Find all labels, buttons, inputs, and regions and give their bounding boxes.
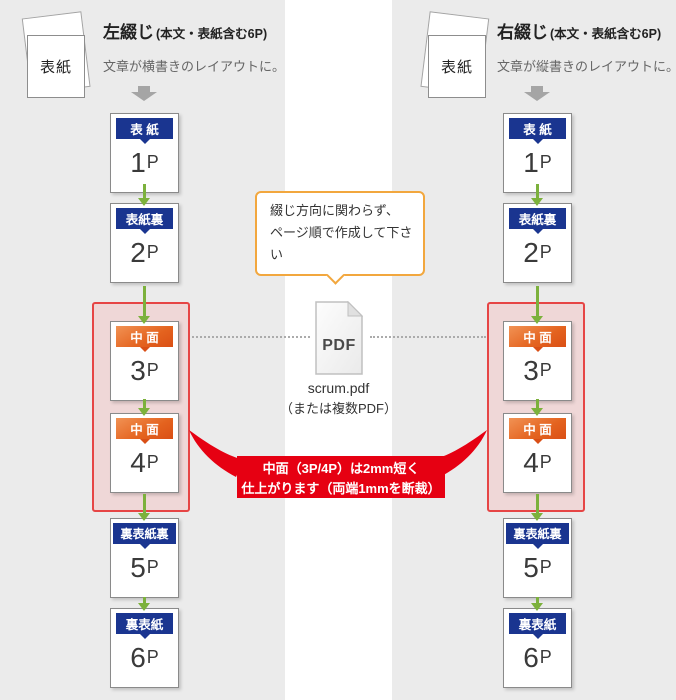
booklet-cover-label: 表紙 bbox=[27, 35, 85, 98]
page-tag: 表 紙 bbox=[509, 118, 566, 144]
flow-arrow-icon bbox=[531, 597, 544, 611]
dotted-connector-right bbox=[370, 336, 486, 338]
dotted-connector-left bbox=[192, 336, 310, 338]
down-arrow-icon bbox=[524, 86, 550, 101]
page-tag: 裏表紙 bbox=[509, 613, 566, 639]
page-tag: 裏表紙裏 bbox=[506, 523, 569, 549]
left-binding-description: 文章が横書きのレイアウトに。 bbox=[103, 59, 286, 74]
down-arrow-icon bbox=[131, 86, 157, 101]
right-booklet-icon: 表紙 bbox=[417, 8, 490, 100]
flow-arrow-icon bbox=[531, 494, 544, 521]
banner-line1: 中面（3P/4P）は2mm短く bbox=[262, 461, 420, 476]
page-tag: 中 面 bbox=[116, 326, 173, 352]
callout-line1: 綴じ方向に関わらず、 bbox=[270, 203, 399, 218]
right-binding-description: 文章が縦書きのレイアウトに。 bbox=[497, 59, 676, 74]
page-tag: 中 面 bbox=[509, 418, 566, 444]
page-tag: 裏表紙 bbox=[116, 613, 173, 639]
flow-arrow-icon bbox=[531, 399, 544, 416]
left-booklet-icon: 表紙 bbox=[21, 8, 96, 100]
flow-arrow-icon bbox=[531, 286, 544, 324]
left-binding-header: 左綴じ(本文・表紙含む6P) 文章が横書きのレイアウトに。 bbox=[103, 18, 293, 75]
flow-arrow-icon bbox=[138, 286, 151, 324]
right-binding-header: 右綴じ(本文・表紙含む6P) 文章が縦書きのレイアウトに。 bbox=[497, 18, 676, 75]
page-tag: 中 面 bbox=[509, 326, 566, 352]
page-tag: 裏表紙裏 bbox=[113, 523, 176, 549]
page-order-callout: 綴じ方向に関わらず、 ページ順で作成して下さい bbox=[255, 191, 425, 285]
flow-arrow-icon bbox=[531, 184, 544, 206]
right-binding-title: 右綴じ(本文・表紙含む6P) bbox=[497, 23, 662, 42]
page-tag: 表紙裏 bbox=[509, 208, 566, 234]
left-binding-title: 左綴じ(本文・表紙含む6P) bbox=[103, 23, 268, 42]
pdf-file-icon: PDF bbox=[315, 300, 364, 375]
flow-arrow-icon bbox=[138, 399, 151, 416]
banner-line2: 仕上がります（両端1mmを断裁） bbox=[241, 481, 441, 497]
pdf-filename: scrum.pdf bbox=[307, 380, 370, 396]
flow-arrow-icon bbox=[138, 494, 151, 521]
pdf-note: （または複数PDF） bbox=[279, 401, 397, 416]
page-tag: 表紙裏 bbox=[116, 208, 173, 234]
flow-arrow-icon bbox=[138, 184, 151, 206]
pdf-icon-label: PDF bbox=[322, 337, 356, 354]
page-tag: 中 面 bbox=[116, 418, 173, 444]
callout-line2: ページ順で作成して下さい bbox=[270, 225, 413, 263]
trim-warning-banner: 中面（3P/4P）は2mm短く 仕上がります（両端1mmを断裁） bbox=[237, 456, 445, 498]
page-tag: 表 紙 bbox=[116, 118, 173, 144]
booklet-cover-label: 表紙 bbox=[428, 35, 486, 98]
flow-arrow-icon bbox=[138, 597, 151, 611]
